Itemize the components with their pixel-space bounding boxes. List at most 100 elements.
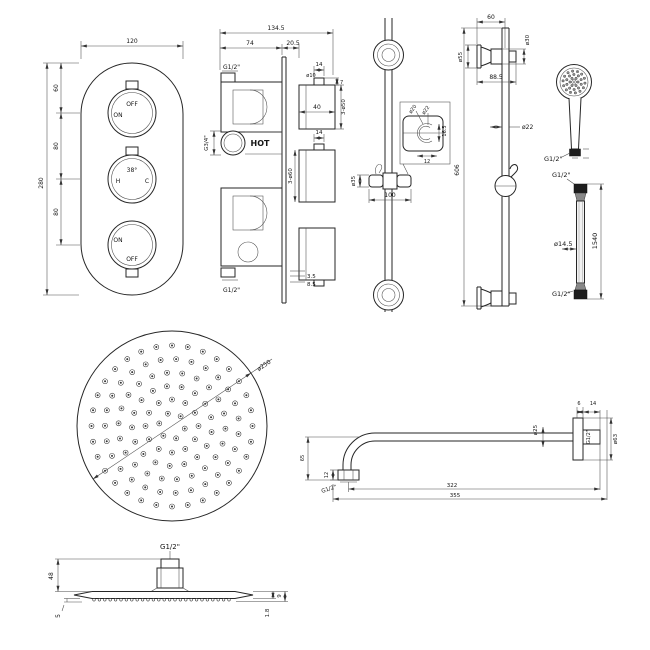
dim-label-80a: 80 [53, 142, 60, 150]
dim-plate-width: 120 [80, 38, 184, 59]
hot-label: HOT [251, 139, 270, 148]
shower-hose: G1/2" G1/2" [552, 171, 588, 300]
wall-bracket-top [373, 39, 404, 71]
knob-label-off2: OFF [126, 256, 138, 263]
dim-label-o30: ø30 [525, 34, 531, 45]
dim-label-205: 20.5 [286, 40, 300, 47]
dim-label-14a: 14 [316, 62, 323, 68]
port-label-arm: G1/2" [586, 430, 592, 444]
dim-label-322: 322 [447, 483, 458, 489]
handshower-handle [568, 97, 582, 159]
port-label-bottom: G1/2" [223, 287, 240, 294]
wall-flange: G1/2" [572, 410, 608, 500]
knob-label-c: C [145, 178, 149, 185]
knob-label-off: OFF [126, 101, 138, 108]
dim-label-165: 16.5 [442, 125, 448, 136]
dim-label-74: 74 [246, 40, 254, 47]
valve-body: G1/2" G1/2" HOT [220, 64, 283, 294]
dim-tube: ø25 [533, 424, 545, 448]
dim-label-40: 40 [313, 104, 321, 111]
dim-label-80b: 80 [53, 208, 60, 216]
dim-plate-height: 280 60 80 80 [38, 62, 80, 296]
diverter-knob-top: OFF ON [107, 80, 157, 138]
port-label-hand: G1/2" [544, 155, 563, 163]
dim-label-18: 1.8 [265, 608, 271, 617]
cartridge-bottom [298, 227, 336, 287]
dim-holder: ø35 100 [351, 174, 412, 203]
dim-hose: ø14.5 1540 [554, 183, 604, 300]
dim-label-1345: 134.5 [267, 25, 284, 32]
dim-top-60: 60 [476, 14, 506, 48]
slide-rail-side-view: ø35 100 ø20 ø22 16.5 12 [351, 18, 451, 312]
slide-rail-front-view: 60 ø30 ø55 88.5 ø22 [454, 14, 533, 310]
holder-detail-box: ø20 ø22 16.5 12 [399, 101, 451, 175]
knob-label-on2: ON [113, 237, 122, 244]
rainhead-side-view: G1/2" 48 5 1.8 9 [48, 543, 288, 618]
handshower-head [556, 64, 592, 100]
dim-label-14: 14 [590, 401, 596, 407]
dim-label-o10: ø10 [306, 73, 315, 79]
cartridge-middle: 14 3-ø60 [288, 130, 336, 203]
wall-mount-top [476, 44, 517, 69]
wall-mount-bottom [476, 286, 517, 310]
dim-label-6: 6 [577, 401, 580, 407]
dim-label-5: 5 [55, 614, 62, 618]
dim-label-65: 65 [300, 455, 306, 461]
handshower-nozzles [561, 69, 587, 95]
dim-label-o145: ø14.5 [554, 240, 572, 248]
dim-label-o22: ø22 [522, 124, 533, 131]
dim-outlet: 12 65 G1/2" [300, 436, 360, 495]
knob-label-38: 38° [127, 167, 138, 174]
dim-label-o250: ø250 [256, 359, 273, 373]
dim-label-3o50: 3-ø50 [341, 99, 345, 115]
handset-holder [368, 164, 412, 190]
rail-tube-front [501, 27, 510, 307]
dim-label-o63: ø63 [613, 433, 619, 444]
dim-disc-right: 1.8 9 [236, 591, 288, 617]
dim-label-o35: ø35 [351, 175, 357, 186]
dim-plate-offsets: 3.5 8.5 [290, 270, 316, 288]
rainhead-top-view: ø250 [76, 330, 273, 522]
diverter-knob-bottom: ON OFF [107, 220, 157, 278]
dim-label-12: 12 [324, 472, 330, 478]
dim-label-9: 9 [277, 594, 283, 598]
handshower-and-hose-view: G1/2" G1/2" G1/2" ø14.5 1540 [544, 64, 604, 300]
hose-port-bottom-label: G1/2" [552, 290, 571, 298]
dim-label-1540: 1540 [591, 233, 599, 250]
dim-label-120: 120 [126, 38, 138, 45]
head-disc [73, 591, 254, 602]
valve-section-view: 134.5 74 20.5 G1/2" G1/2" HOT [204, 25, 345, 304]
arm-tube [337, 432, 573, 483]
port-label-mid: G3/4" [204, 135, 210, 151]
dim-label-355: 355 [450, 493, 461, 499]
dim-885: 88.5 [476, 62, 517, 85]
dim-label-35: 3.5 [307, 274, 316, 280]
head-connector: G1/2" [150, 543, 190, 592]
thermostat-knob-middle: 38° H C [107, 146, 157, 204]
wall-plate-section [281, 56, 287, 304]
dim-label-o22d: ø22 [421, 105, 431, 116]
dim-o30: ø30 [502, 34, 531, 65]
disc-nozzle-nubs [92, 598, 231, 602]
dim-o55: ø55 [458, 44, 477, 69]
dim-label-12d: 12 [424, 159, 430, 165]
wall-bracket-bottom [373, 279, 404, 311]
hose-port-top-label: G1/2" [552, 171, 571, 179]
dim-label-60: 60 [487, 14, 495, 21]
dim-606: 606 [454, 27, 502, 307]
dim-total-width: 134.5 74 20.5 [219, 25, 334, 75]
dim-label-7: 7 [340, 80, 343, 86]
dim-label-3o60: 3-ø60 [288, 168, 294, 184]
port-label-top: G1/2" [223, 64, 240, 71]
slider-knob [494, 164, 519, 197]
dim-label-280: 280 [38, 177, 45, 189]
knob-label-h: H [116, 178, 121, 185]
valve-front-view: 120 280 60 80 80 OFF ON 38° H C [38, 38, 184, 296]
dim-handle-port: G1/2" [544, 148, 589, 163]
dim-label-o25: ø25 [533, 424, 539, 435]
dim-label-885: 88.5 [489, 74, 503, 81]
dim-label-60: 60 [53, 84, 60, 92]
dim-label-100: 100 [384, 192, 396, 199]
dim-label-o20: ø20 [408, 104, 418, 115]
